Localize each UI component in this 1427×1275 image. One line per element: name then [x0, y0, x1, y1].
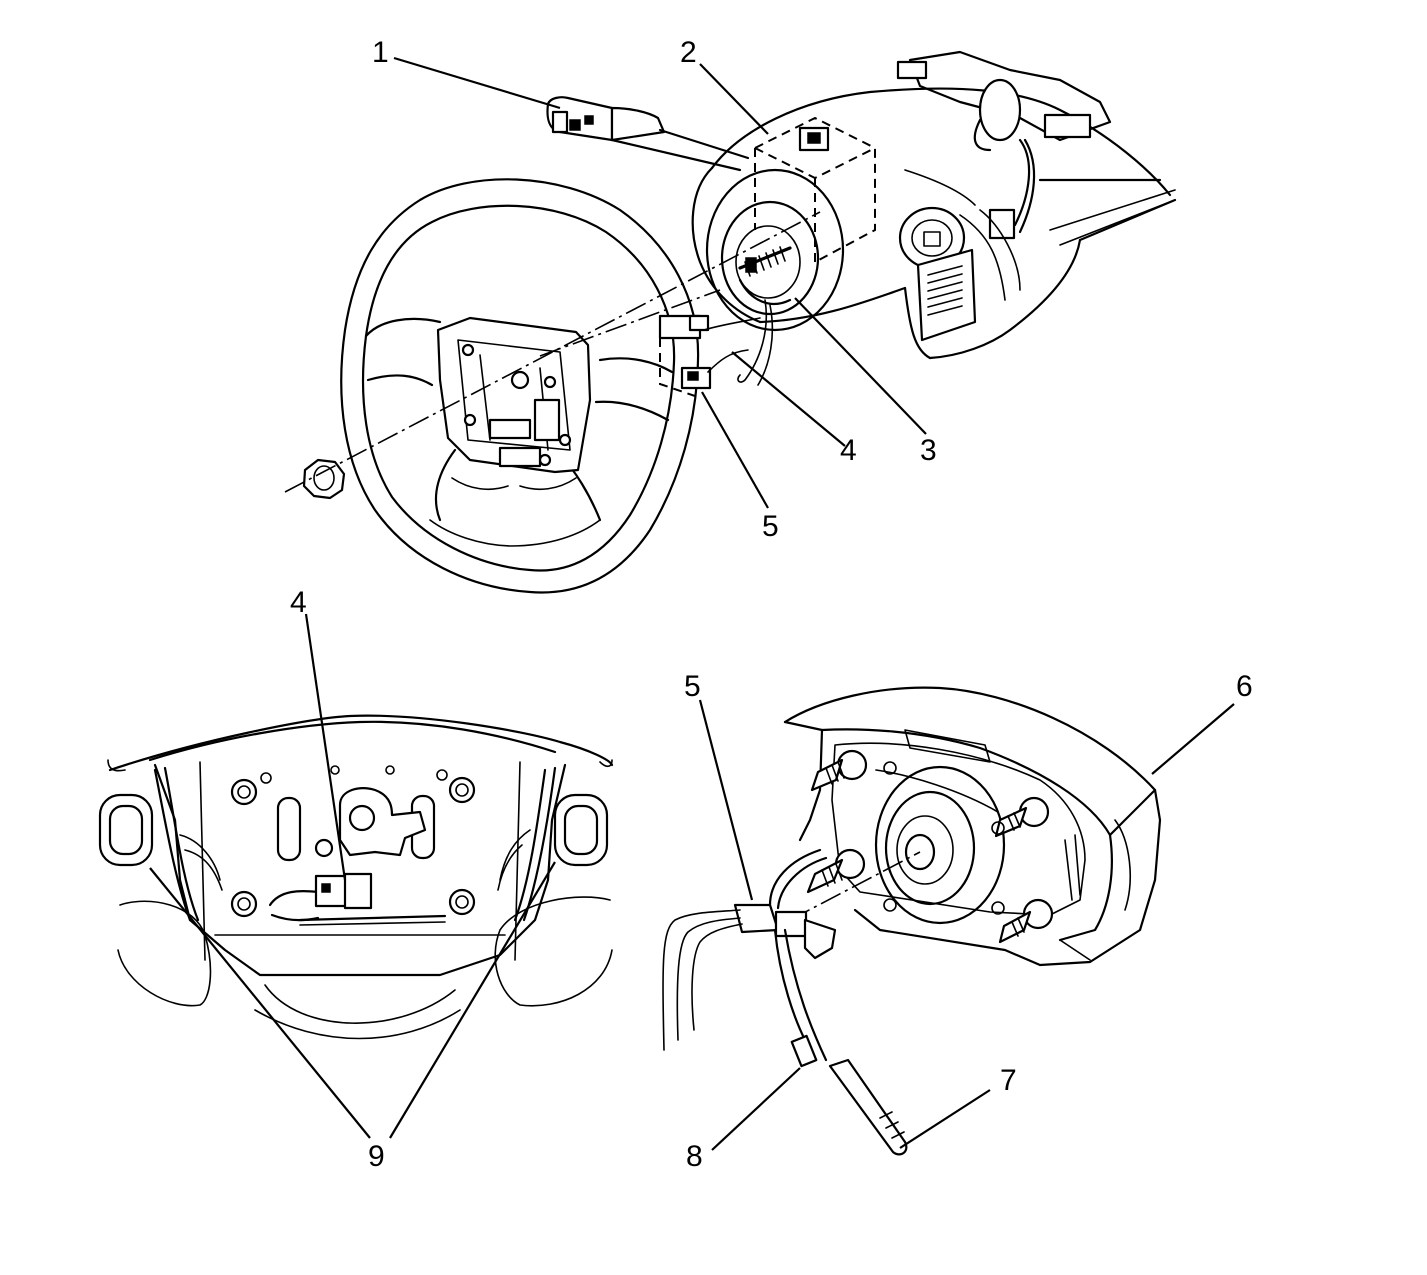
callout-5-top: 5	[762, 510, 779, 543]
stud-icon	[806, 848, 866, 894]
steering-wheel-icon	[340, 178, 700, 594]
callout-4-top: 4	[840, 434, 857, 467]
leader-lines	[149, 56, 1235, 1151]
callout-1: 1	[372, 36, 389, 69]
steering-column-icon	[691, 50, 1177, 386]
stud-icon	[810, 749, 868, 792]
retaining-nut-icon	[302, 458, 346, 500]
callout-5-bottom: 5	[684, 670, 701, 703]
multifunction-lever-icon	[546, 96, 750, 172]
airbag-module-icon	[662, 686, 1162, 1156]
connector-icon	[658, 314, 761, 397]
callout-8: 8	[686, 1140, 703, 1173]
callout-9: 9	[368, 1140, 385, 1173]
callout-6: 6	[1236, 670, 1253, 703]
stud-icon	[998, 898, 1054, 944]
wheel-hub-rear-icon	[98, 714, 614, 1040]
callout-4-bottom: 4	[290, 586, 307, 619]
callout-3: 3	[920, 434, 937, 467]
callout-7: 7	[1000, 1064, 1017, 1097]
callout-2: 2	[680, 36, 697, 69]
